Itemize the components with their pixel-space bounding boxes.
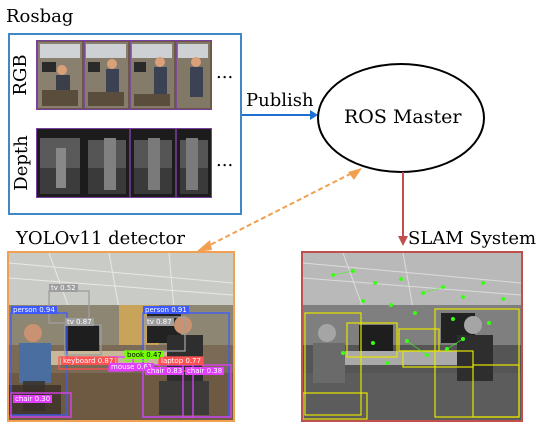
slam-image-frame [301,251,523,422]
ros-master-node [317,63,485,173]
det-label-keyboard: keyboard 0.87 [61,357,116,365]
yolo-title: YOLOv11 detector [16,228,185,249]
rosbag-panel [8,33,242,215]
depth-label: Depth [11,135,32,191]
det-label-laptop: laptop 0.77 [159,357,203,365]
det-label-chair-left: chair 0.30 [13,395,53,403]
det-label-book: book 0.47 [125,351,164,359]
det-label-chair-mid: chair 0.83 [145,367,185,375]
publish-label: Publish [246,90,314,111]
depth-frames [36,128,212,198]
yolo-ros-dashed-arrow [196,168,362,252]
rosbag-title: Rosbag [6,6,74,27]
det-label-person-left: person 0.94 [11,306,57,314]
slam-title: SLAM System [408,228,537,249]
det-label-chair-right: chair 0.38 [185,367,225,375]
depth-ellipsis: ... [216,150,234,171]
rgb-frames [36,40,212,110]
yolo-detection-image [9,253,233,420]
rgb-ellipsis: ... [216,62,234,83]
det-label-tv-back: tv 0.52 [49,284,78,292]
slam-feature-image [303,253,521,420]
yolo-image-frame: person 0.94 person 0.91 tv 0.52 tv 0.87 … [7,251,235,422]
slam-arrow [398,172,408,246]
det-label-tv-left: tv 0.87 [65,318,94,326]
rgb-label: RGB [10,54,31,96]
det-label-tv-right: tv 0.87 [145,318,174,326]
ros-master-label: ROS Master [344,106,462,128]
det-label-mouse: mouse 0.61 [109,363,155,371]
det-label-person-right: person 0.91 [143,306,189,314]
publish-arrow [242,110,318,120]
